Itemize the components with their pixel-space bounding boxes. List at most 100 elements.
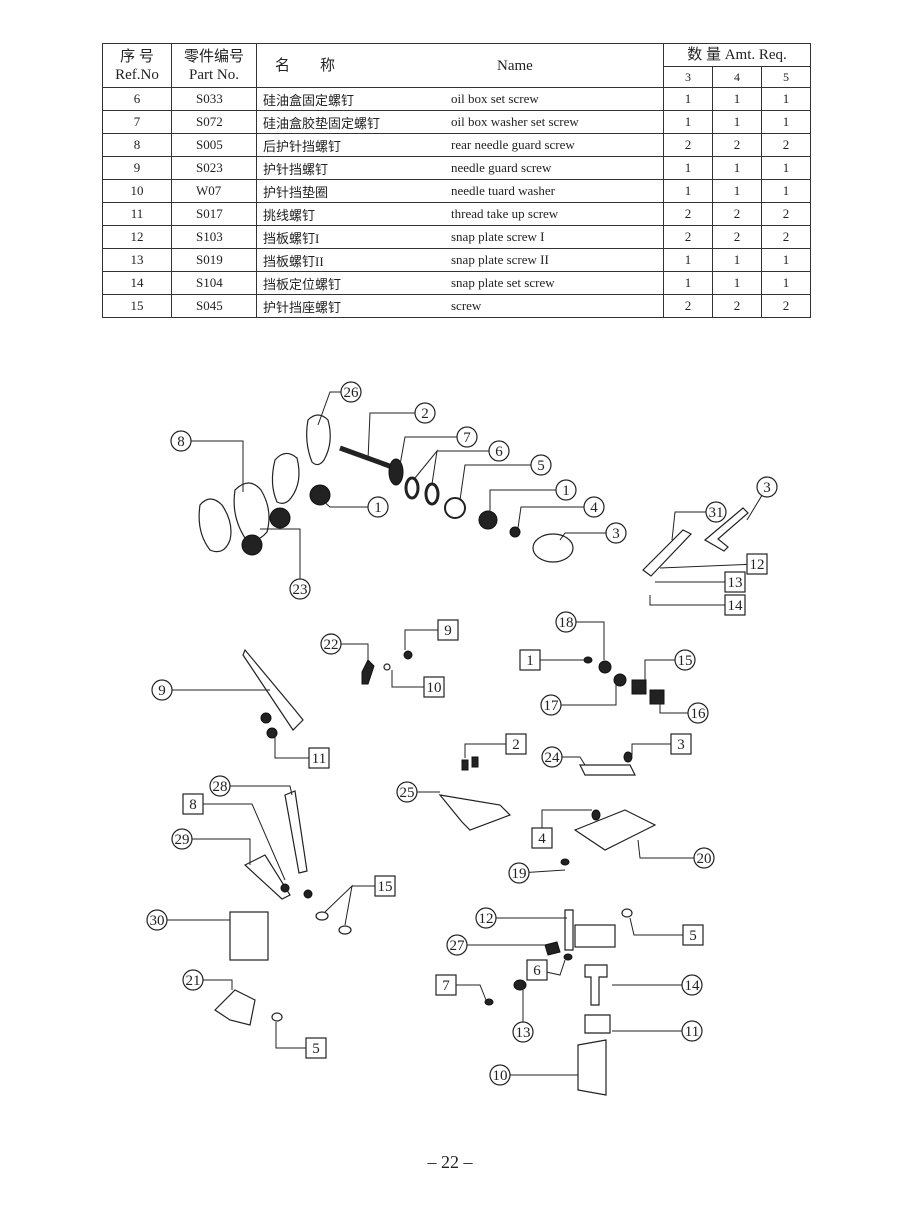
ref-cell: 11	[102, 202, 172, 226]
leader-line	[181, 440, 244, 492]
callout-circle: 12	[475, 907, 497, 929]
qty-cell: 2	[663, 202, 713, 226]
callout-label: 26	[344, 385, 360, 401]
spring-clip	[544, 941, 561, 956]
presser-assembly	[484, 908, 633, 1096]
leader-line	[321, 499, 378, 508]
part-no-cell: S017	[171, 202, 257, 226]
screw	[403, 650, 413, 660]
spring	[241, 534, 263, 556]
presser-plate	[574, 924, 616, 948]
needle-guard-assembly	[242, 648, 413, 739]
cover-plate	[233, 482, 270, 541]
callout-circle: 1	[367, 496, 389, 518]
header-name-cn: 名 称	[256, 43, 445, 88]
qty-cell: 1	[663, 156, 713, 180]
callout-box: 5	[682, 924, 704, 946]
screw	[591, 809, 601, 821]
name-cn-cell: 硅油盒胶垫固定螺钉	[256, 110, 445, 134]
leader-line	[559, 532, 616, 541]
leader-line	[220, 785, 293, 796]
spring	[309, 484, 331, 506]
ref-cell: 7	[102, 110, 172, 134]
nut	[509, 526, 521, 538]
callout-circle: 8	[170, 430, 192, 452]
callout-label: 7	[442, 978, 450, 994]
callout-label: 19	[512, 866, 527, 882]
page-number: – 22 –	[427, 1152, 473, 1172]
gear	[388, 458, 404, 486]
qty-cell: 2	[712, 133, 762, 157]
leader-line	[659, 563, 758, 569]
header-ref-cn: 序 号	[120, 48, 154, 65]
callout-label: 21	[186, 973, 201, 989]
screw	[271, 1012, 283, 1022]
qty-cell: 2	[761, 294, 811, 318]
lever-arm	[243, 854, 291, 900]
ref-cell: 10	[102, 179, 172, 203]
qty-cell: 2	[712, 202, 762, 226]
qty-cell: 1	[761, 179, 811, 203]
spring	[478, 510, 498, 530]
callout-circle: 19	[508, 862, 530, 884]
bracket	[631, 679, 647, 695]
callout-circle: 1	[555, 479, 577, 501]
screw	[260, 712, 272, 724]
cover-plate	[198, 498, 232, 553]
callout-label: 8	[177, 434, 185, 450]
header-amt-col: 3	[663, 66, 713, 88]
qty-cell: 2	[712, 225, 762, 249]
callout-label: 28	[213, 779, 228, 795]
qty-cell: 1	[663, 110, 713, 134]
snap-plate-assembly	[642, 507, 749, 577]
callout-label: 11	[685, 1024, 699, 1040]
callout-label: 13	[516, 1025, 531, 1041]
callout-circle: 11	[681, 1020, 703, 1042]
callout-circle: 3	[605, 522, 627, 544]
callout-label: 5	[537, 458, 545, 474]
qty-cell: 1	[663, 179, 713, 203]
leader-line	[182, 838, 251, 865]
part-no-cell: W07	[171, 179, 257, 203]
leader-line	[671, 511, 716, 541]
qty-cell: 1	[761, 248, 811, 272]
part-no-cell: S045	[171, 294, 257, 318]
name-en-cell: rear needle guard screw	[445, 133, 664, 157]
leader-line	[446, 984, 487, 1001]
callout-box: 1	[519, 649, 541, 671]
qty-cell: 2	[663, 294, 713, 318]
oil-box-assembly	[198, 414, 574, 563]
bushing	[444, 497, 466, 519]
callout-circle: 7	[456, 426, 478, 448]
callout-label: 23	[293, 582, 308, 598]
callout-label: 30	[150, 913, 165, 929]
callout-label: 16	[691, 706, 707, 722]
callout-label: 1	[374, 500, 382, 516]
callout-circle: 18	[555, 611, 577, 633]
callout-label: 9	[444, 623, 452, 639]
callout-label: 6	[495, 444, 503, 460]
callout-circle: 30	[146, 909, 168, 931]
part-no-cell: S072	[171, 110, 257, 134]
ref-cell: 6	[102, 87, 172, 111]
callout-label: 14	[728, 598, 744, 614]
looper-holder	[229, 911, 269, 961]
bracket	[649, 689, 665, 705]
name-cn-cell: 护针挡座螺钉	[256, 294, 445, 318]
header-amt-col: 4	[712, 66, 762, 88]
callout-circle: 14	[681, 974, 703, 996]
qty-cell: 1	[712, 179, 762, 203]
qty-cell: 1	[761, 87, 811, 111]
callout-circle: 29	[171, 828, 193, 850]
screw	[461, 759, 469, 771]
screw	[303, 889, 313, 899]
spring	[269, 507, 291, 529]
callout-label: 3	[612, 526, 620, 542]
feed-dog-assembly	[438, 751, 657, 866]
leader-line	[659, 700, 698, 714]
qty-cell: 1	[663, 271, 713, 295]
